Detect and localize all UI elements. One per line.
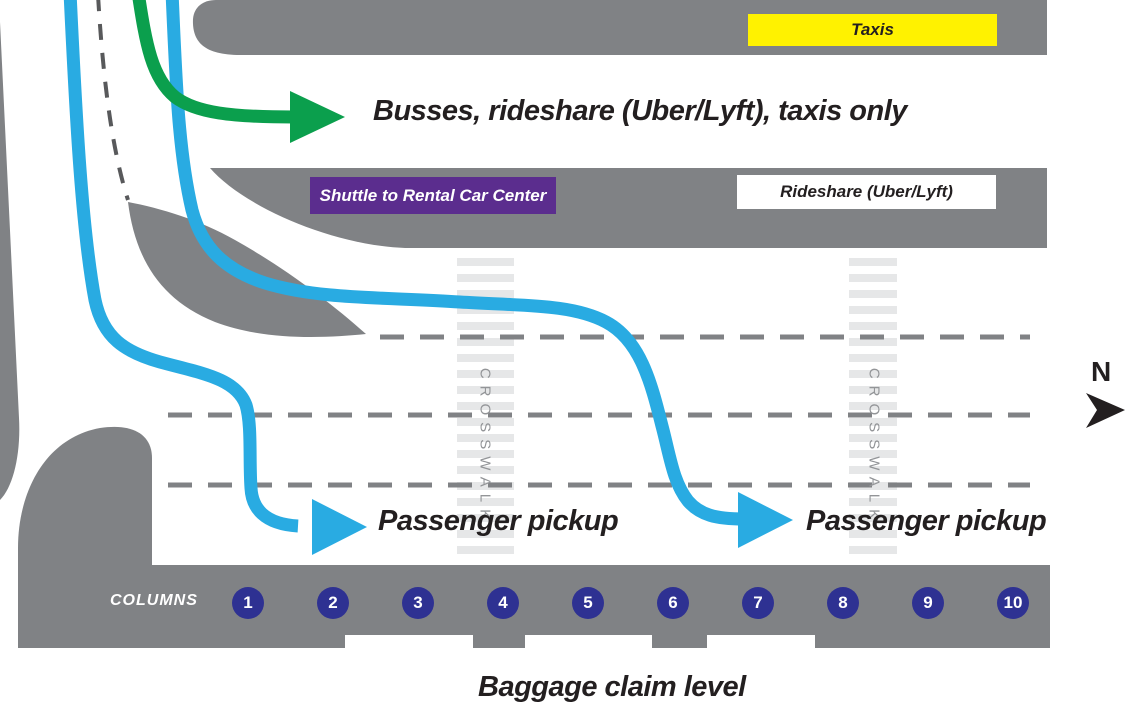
crosswalk-right-label: CROSSWALK <box>865 367 883 527</box>
column-marker-1: 1 <box>232 587 264 619</box>
column-marker-10: 10 <box>997 587 1029 619</box>
shuttle-rental-car-sign-label: Shuttle to Rental Car Center <box>319 185 547 205</box>
route-busses-line <box>132 0 295 124</box>
left-edge-median <box>0 22 20 500</box>
taxis-sign-label: Taxis <box>851 20 894 39</box>
column-marker-7: 7 <box>742 587 774 619</box>
route-pickup-left-arrowhead-icon <box>312 499 367 555</box>
route-pickup-right-line <box>165 0 745 526</box>
north-label: N <box>1091 356 1112 387</box>
crosswalk-left-label: CROSSWALK <box>476 367 494 527</box>
route-pickup-left-line <box>63 0 299 533</box>
shuttle-rental-car-sign: Shuttle to Rental Car Center <box>310 177 556 214</box>
passenger-pickup-right-label: Passenger pickup <box>806 505 1047 537</box>
column-marker-9: 9 <box>912 587 944 619</box>
column-marker-5: 5 <box>572 587 604 619</box>
route-busses-arrowhead-icon <box>290 91 345 143</box>
column-marker-8: 8 <box>827 587 859 619</box>
column-marker-2: 2 <box>317 587 349 619</box>
taxis-sign: Taxis <box>748 14 997 46</box>
ramp-lane-dash <box>96 0 130 201</box>
route-pickup-right-arrowhead-icon <box>738 492 793 548</box>
columns-label: COLUMNS <box>110 592 198 609</box>
rideshare-sign-label: Rideshare (Uber/Lyft) <box>780 182 953 201</box>
passenger-pickup-left-label: Passenger pickup <box>378 505 619 537</box>
column-marker-4: 4 <box>487 587 519 619</box>
level-title: Baggage claim level <box>478 671 746 703</box>
crosswalk-stripes <box>457 258 897 554</box>
column-marker-6: 6 <box>657 587 689 619</box>
north-arrow-icon <box>1086 393 1125 428</box>
rideshare-sign: Rideshare (Uber/Lyft) <box>737 175 996 209</box>
terminal-building <box>18 565 1050 648</box>
busses-route-label: Busses, rideshare (Uber/Lyft), taxis onl… <box>373 95 907 127</box>
column-marker-3: 3 <box>402 587 434 619</box>
